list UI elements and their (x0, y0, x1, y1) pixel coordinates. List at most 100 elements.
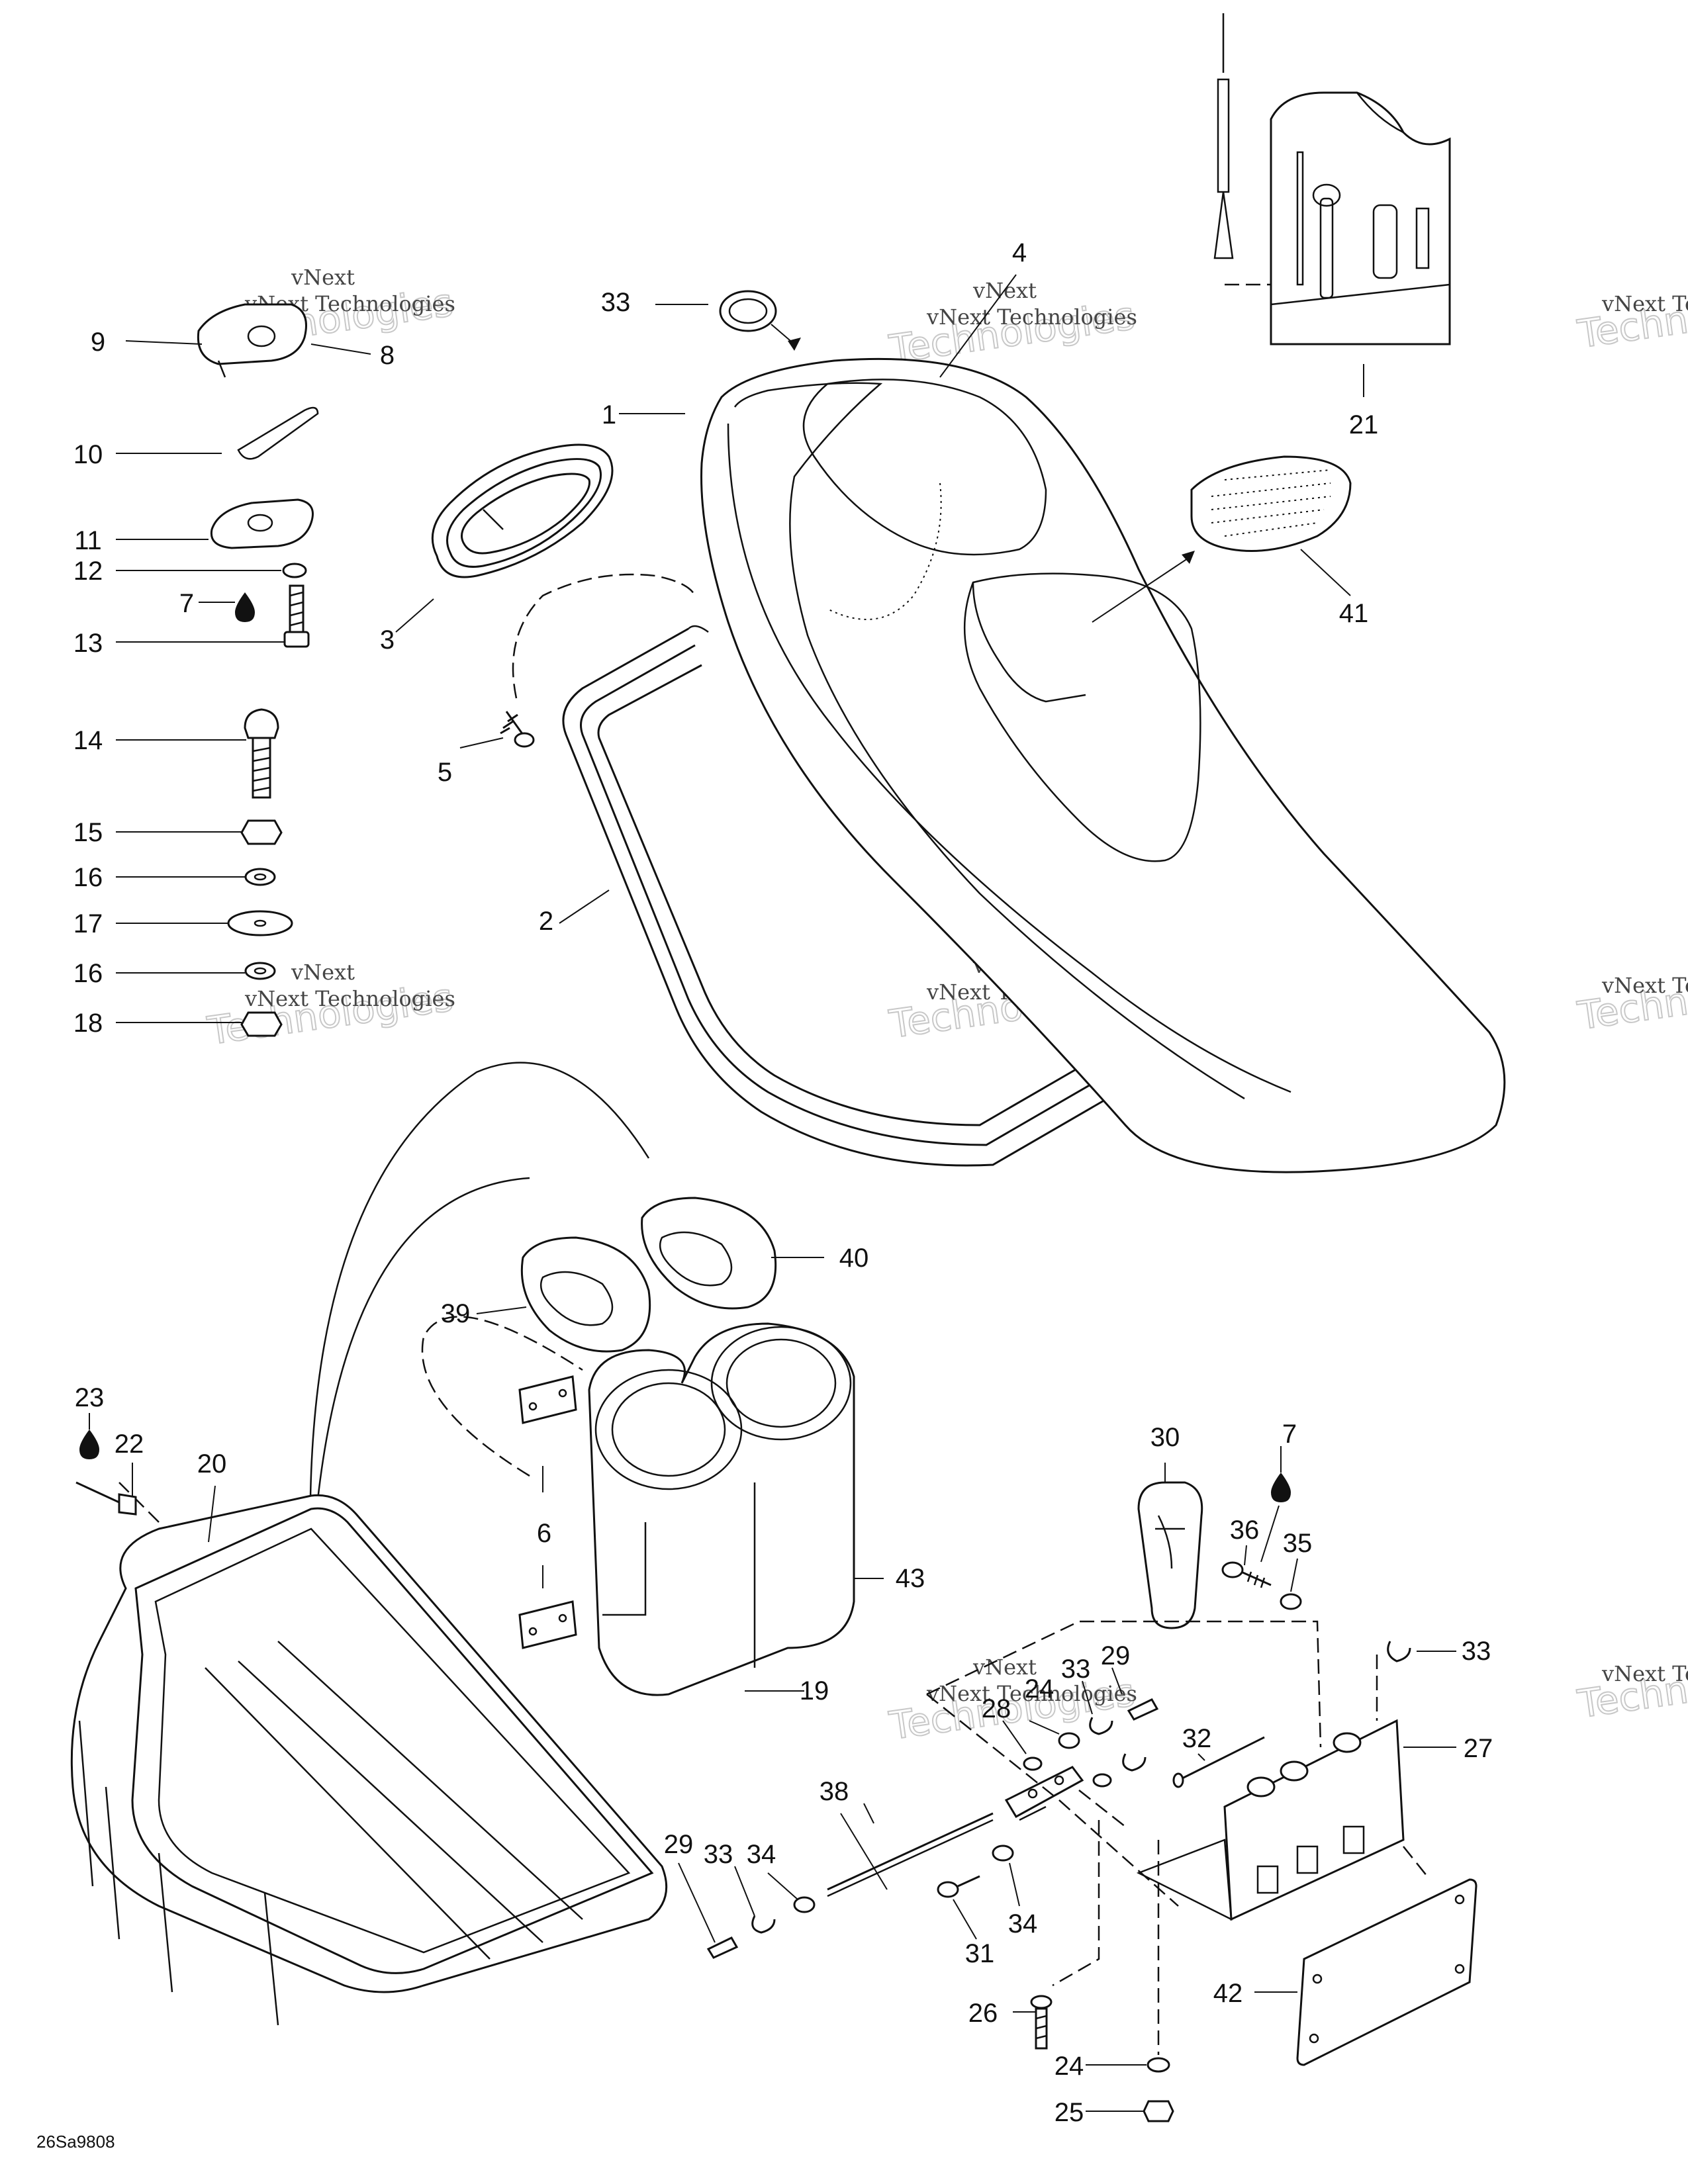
part-36-bolt (1221, 1561, 1272, 1588)
part-20-storage-box (70, 1482, 668, 2026)
callout-7-right: 7 (1282, 1420, 1297, 1449)
part-2-base-frame (562, 625, 1119, 1167)
part-13-bolt (283, 584, 310, 648)
part-6-bracket-lower (518, 1600, 577, 1649)
callout-23: 23 (75, 1383, 105, 1412)
part-42-plate (1296, 1878, 1477, 2066)
watermark: Technologies vNext Technologies (1574, 959, 1688, 1039)
part-16-washer-lower (244, 962, 276, 980)
part-34-washer-left (793, 1896, 816, 1913)
part-15-nut (240, 819, 283, 845)
callout-3: 3 (380, 625, 395, 655)
part-25-nut (1143, 2100, 1174, 2122)
callout-10: 10 (73, 440, 103, 469)
part-30-lever (1137, 1481, 1203, 1629)
part-14-stud (244, 708, 279, 799)
part-9-8-latch (197, 303, 307, 378)
callout-32: 32 (1182, 1724, 1212, 1753)
part-32-pin (1172, 1736, 1265, 1788)
part-11-base-plate (210, 498, 314, 549)
callout-22: 22 (115, 1430, 144, 1459)
part-10-clip (237, 406, 319, 460)
callout-33-left: 33 (704, 1840, 733, 1869)
callout-labels: 33 1 4 3 5 2 9 8 10 11 12 7 13 14 15 16 … (73, 238, 1493, 2127)
part-21-tool-kit (1213, 13, 1451, 345)
callout-40: 40 (839, 1244, 869, 1273)
callout-5: 5 (438, 758, 452, 787)
watermark-text: vNext Technologies (1601, 1661, 1688, 1686)
callout-6: 6 (537, 1519, 551, 1548)
callout-16-lower: 16 (73, 959, 103, 988)
part-31-bolt (937, 1875, 980, 1898)
part-17-washer (227, 910, 293, 936)
callout-20: 20 (197, 1449, 227, 1479)
part-5-screw (500, 573, 696, 748)
callout-2: 2 (539, 907, 553, 936)
part-24-washer-bottom (1147, 2057, 1170, 2073)
watermark: Technologies vNext Technologies (1574, 277, 1688, 357)
callout-29-upper: 29 (1101, 1641, 1131, 1670)
callout-24-lower: 24 (1055, 2052, 1084, 2081)
callout-4: 4 (1012, 238, 1027, 267)
callout-34-left: 34 (747, 1840, 776, 1869)
callout-8: 8 (380, 341, 395, 370)
watermark-outline-text: Technologies (1575, 960, 1688, 1038)
callout-36: 36 (1230, 1516, 1260, 1545)
part-23-adhesive-drop (79, 1430, 99, 1459)
watermark-text: vNext Technologies (1601, 291, 1688, 316)
callout-1: 1 (602, 400, 616, 430)
callout-33-upper: 33 (1061, 1655, 1091, 1684)
callout-9: 9 (91, 328, 105, 357)
part-26-bolt (1030, 1995, 1053, 2050)
watermark-text-top: vNext (291, 265, 355, 290)
part-3-seal-ring (431, 443, 614, 578)
callout-43: 43 (896, 1564, 925, 1593)
part-39-lid (520, 1236, 651, 1353)
callout-12: 12 (73, 557, 103, 586)
part-35-washer (1280, 1593, 1302, 1610)
watermark-text: vNext Technologies (1601, 973, 1688, 998)
part-27-hinge-plate (1136, 1719, 1405, 1921)
part-37-cap (719, 290, 801, 351)
diagram-code: 26Sa9808 (36, 2132, 115, 2152)
part-33-clip-left (751, 1915, 776, 1934)
part-34-washer-lower (992, 1844, 1014, 1862)
callout-25: 25 (1055, 2098, 1084, 2127)
callout-19: 19 (800, 1676, 829, 1706)
callout-26: 26 (968, 1999, 998, 2028)
watermark-outline-text: Technologies (1575, 278, 1688, 357)
part-40-lid (641, 1197, 777, 1310)
part-6-bracket-upper (518, 1375, 577, 1424)
callout-21: 21 (1349, 410, 1379, 439)
watermark: Technologies vNext vNext Technologies (204, 960, 456, 1054)
watermark-text: vNext Technologies (926, 1681, 1137, 1706)
callout-41: 41 (1339, 599, 1369, 628)
part-22-rivet (75, 1481, 137, 1516)
callout-35: 35 (1283, 1529, 1313, 1558)
callout-16: 16 (73, 863, 103, 892)
watermark-text-top: vNext (972, 1655, 1037, 1680)
callout-7: 7 (179, 589, 194, 618)
part-12-washer (282, 563, 307, 578)
callout-34-lower: 34 (1008, 1909, 1038, 1938)
part-34-washer-upper (1058, 1732, 1080, 1749)
part-29-pin-upper (1127, 1698, 1159, 1721)
watermark: Technologies vNext vNext Technologies (886, 278, 1138, 373)
callout-30: 30 (1150, 1423, 1180, 1452)
callout-11: 11 (74, 526, 102, 555)
watermark-text: vNext Technologies (926, 304, 1137, 330)
part-29-pin-left (706, 1936, 739, 1959)
part-16-washer (244, 868, 276, 886)
callout-38: 38 (820, 1777, 849, 1806)
callout-13: 13 (73, 629, 103, 658)
watermark-outline-text: Technologies (1575, 1648, 1688, 1727)
callout-18: 18 (73, 1009, 103, 1038)
part-33-clip-upper (1089, 1717, 1113, 1735)
callout-39: 39 (441, 1299, 471, 1328)
callout-17: 17 (73, 909, 103, 938)
part-7-adhesive-drop-right (1260, 1473, 1291, 1563)
callout-27: 27 (1464, 1734, 1493, 1763)
part-41-mesh-plate (1092, 455, 1352, 623)
part-28-link (1004, 1766, 1084, 1821)
